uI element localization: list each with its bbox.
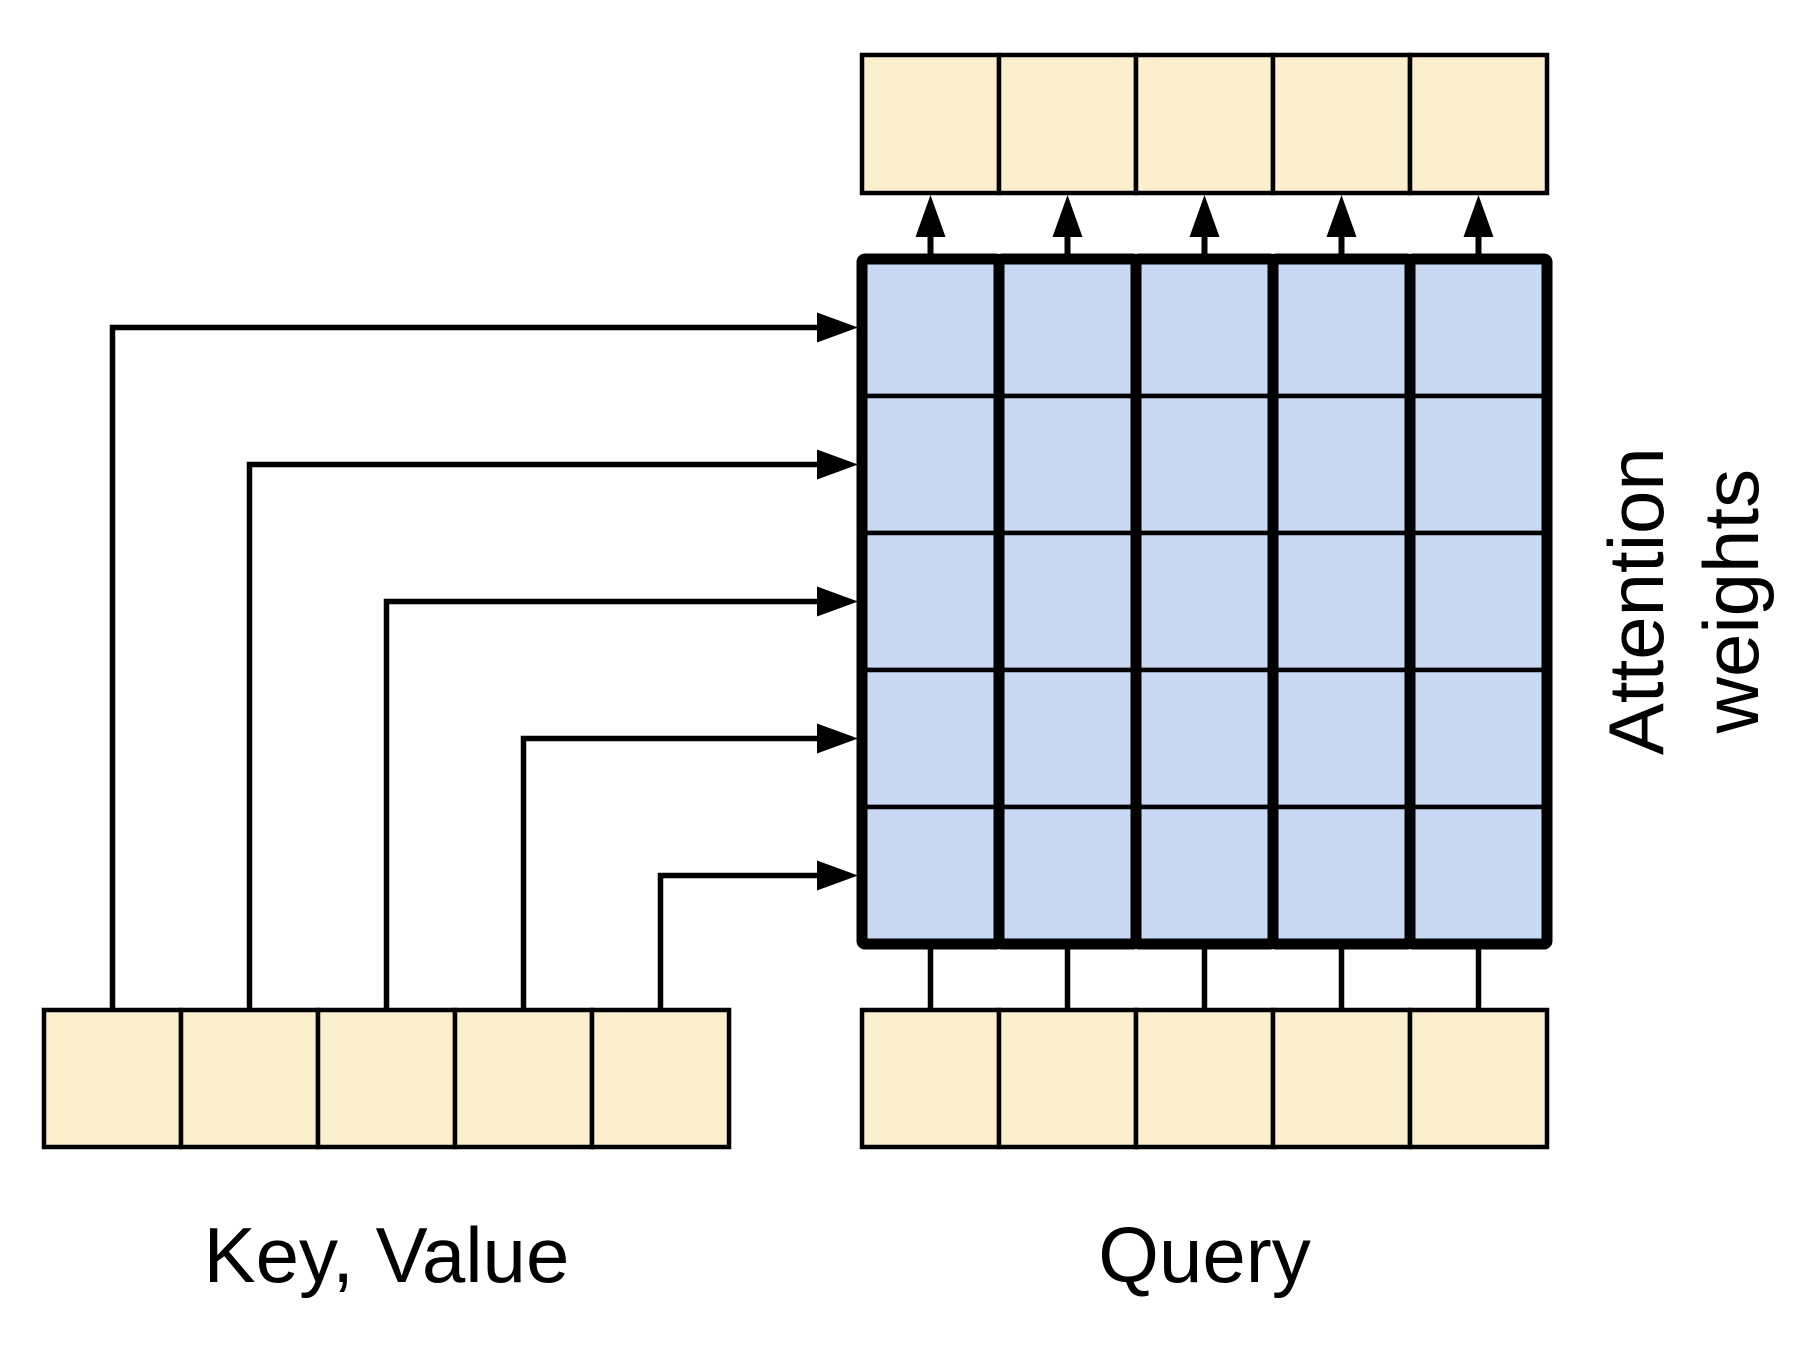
kv-arrowhead-icon	[817, 723, 858, 754]
key-value-cell	[41, 1007, 184, 1150]
query-to-matrix-connectors	[927, 942, 1482, 1013]
matrix-cell	[859, 256, 1002, 399]
kv-to-matrix-arrow-line	[246, 461, 822, 1013]
matrix-cell	[1133, 667, 1276, 810]
output-cell	[859, 52, 1002, 196]
kv-arrowhead-icon	[817, 312, 858, 343]
attention-weights-label: Attention weights	[1591, 447, 1775, 756]
query-cell	[1133, 1007, 1276, 1150]
key-value-row	[41, 1007, 732, 1150]
matrix-cell	[1407, 393, 1550, 536]
matrix-cell	[1133, 256, 1276, 399]
matrix-cell	[1407, 530, 1550, 673]
matrix-cell	[1270, 530, 1413, 673]
matrix-cell	[1133, 530, 1276, 673]
matrix-cell	[859, 804, 1002, 947]
matrix-cell	[996, 667, 1139, 810]
up-arrowhead-icon	[915, 195, 946, 237]
up-arrowhead-icon	[1052, 195, 1083, 237]
query-cell	[1407, 1007, 1550, 1150]
query-cell	[859, 1007, 1002, 1150]
attention-weights-matrix	[856, 253, 1553, 950]
key-value-label: Key, Value	[203, 1211, 570, 1299]
output-cell	[996, 52, 1139, 196]
matrix-cell	[859, 667, 1002, 810]
matrix-cell	[996, 530, 1139, 673]
key-value-cell	[452, 1007, 595, 1150]
query-cell	[1270, 1007, 1413, 1150]
key-value-cell	[589, 1007, 732, 1150]
output-cell	[1407, 52, 1550, 196]
kv-arrowhead-icon	[817, 860, 858, 891]
output-cell	[1133, 52, 1276, 196]
matrix-column-outline	[1404, 253, 1553, 950]
matrix-cell	[1133, 393, 1276, 536]
kv-to-matrix-arrow-line	[520, 735, 822, 1013]
matrix-cell	[996, 393, 1139, 536]
matrix-cell	[1270, 667, 1413, 810]
kv-to-matrix-arrow-line	[383, 598, 822, 1013]
query-row	[859, 1007, 1550, 1150]
key-value-cell	[178, 1007, 321, 1150]
query-cell	[996, 1007, 1139, 1150]
matrix-cell	[1270, 804, 1413, 947]
kv-arrowhead-icon	[817, 449, 858, 480]
matrix-cell	[1407, 667, 1550, 810]
matrix-cell	[859, 393, 1002, 536]
output-row	[859, 52, 1550, 196]
query-label: Query	[1098, 1211, 1311, 1299]
matrix-cell	[1270, 393, 1413, 536]
matrix-to-output-arrows	[915, 195, 1494, 256]
up-arrowhead-icon	[1463, 195, 1494, 237]
matrix-cell	[1407, 804, 1550, 947]
output-cell	[1270, 52, 1413, 196]
kv-to-matrix-arrow-line	[657, 872, 822, 1013]
kv-to-matrix-arrow-line	[109, 324, 822, 1013]
key-value-cell	[315, 1007, 458, 1150]
matrix-cell	[859, 530, 1002, 673]
matrix-cell	[996, 256, 1139, 399]
kv-arrowhead-icon	[817, 586, 858, 617]
up-arrowhead-icon	[1189, 195, 1220, 237]
matrix-cell	[1133, 804, 1276, 947]
up-arrowhead-icon	[1326, 195, 1357, 237]
matrix-cell	[1270, 256, 1413, 399]
key-value-to-matrix-arrows	[109, 312, 858, 1013]
matrix-cell	[1407, 256, 1550, 399]
matrix-cell	[996, 804, 1139, 947]
